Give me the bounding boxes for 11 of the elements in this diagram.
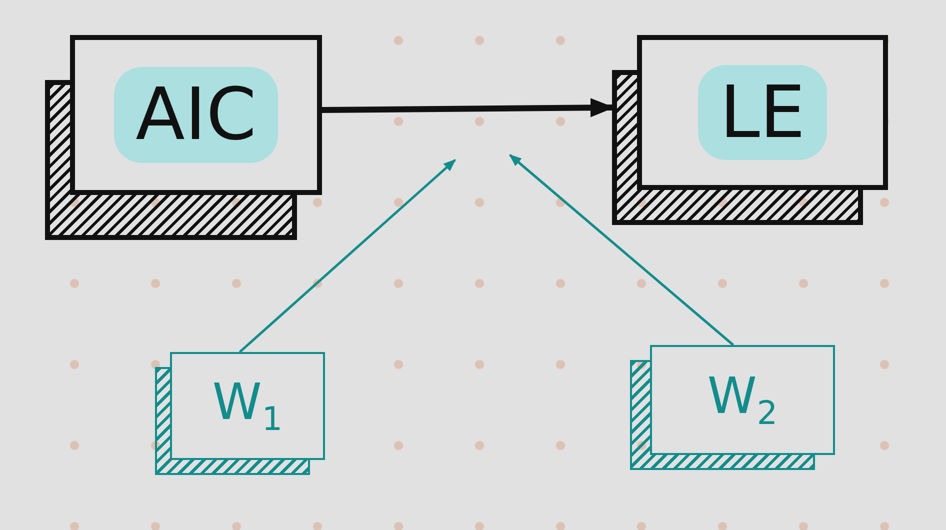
arrow [509, 154, 734, 346]
card-stack [612, 35, 888, 225]
card-stack [155, 352, 325, 475]
card-stack [630, 345, 835, 470]
node-label: W$_{1}$ [211, 374, 284, 438]
node-label: W$_{2}$ [706, 368, 779, 432]
node-label: LE [698, 64, 828, 160]
arrow [238, 159, 456, 353]
card-stack [45, 35, 322, 240]
arrow [322, 98, 614, 118]
node-label: AIC [114, 67, 278, 163]
